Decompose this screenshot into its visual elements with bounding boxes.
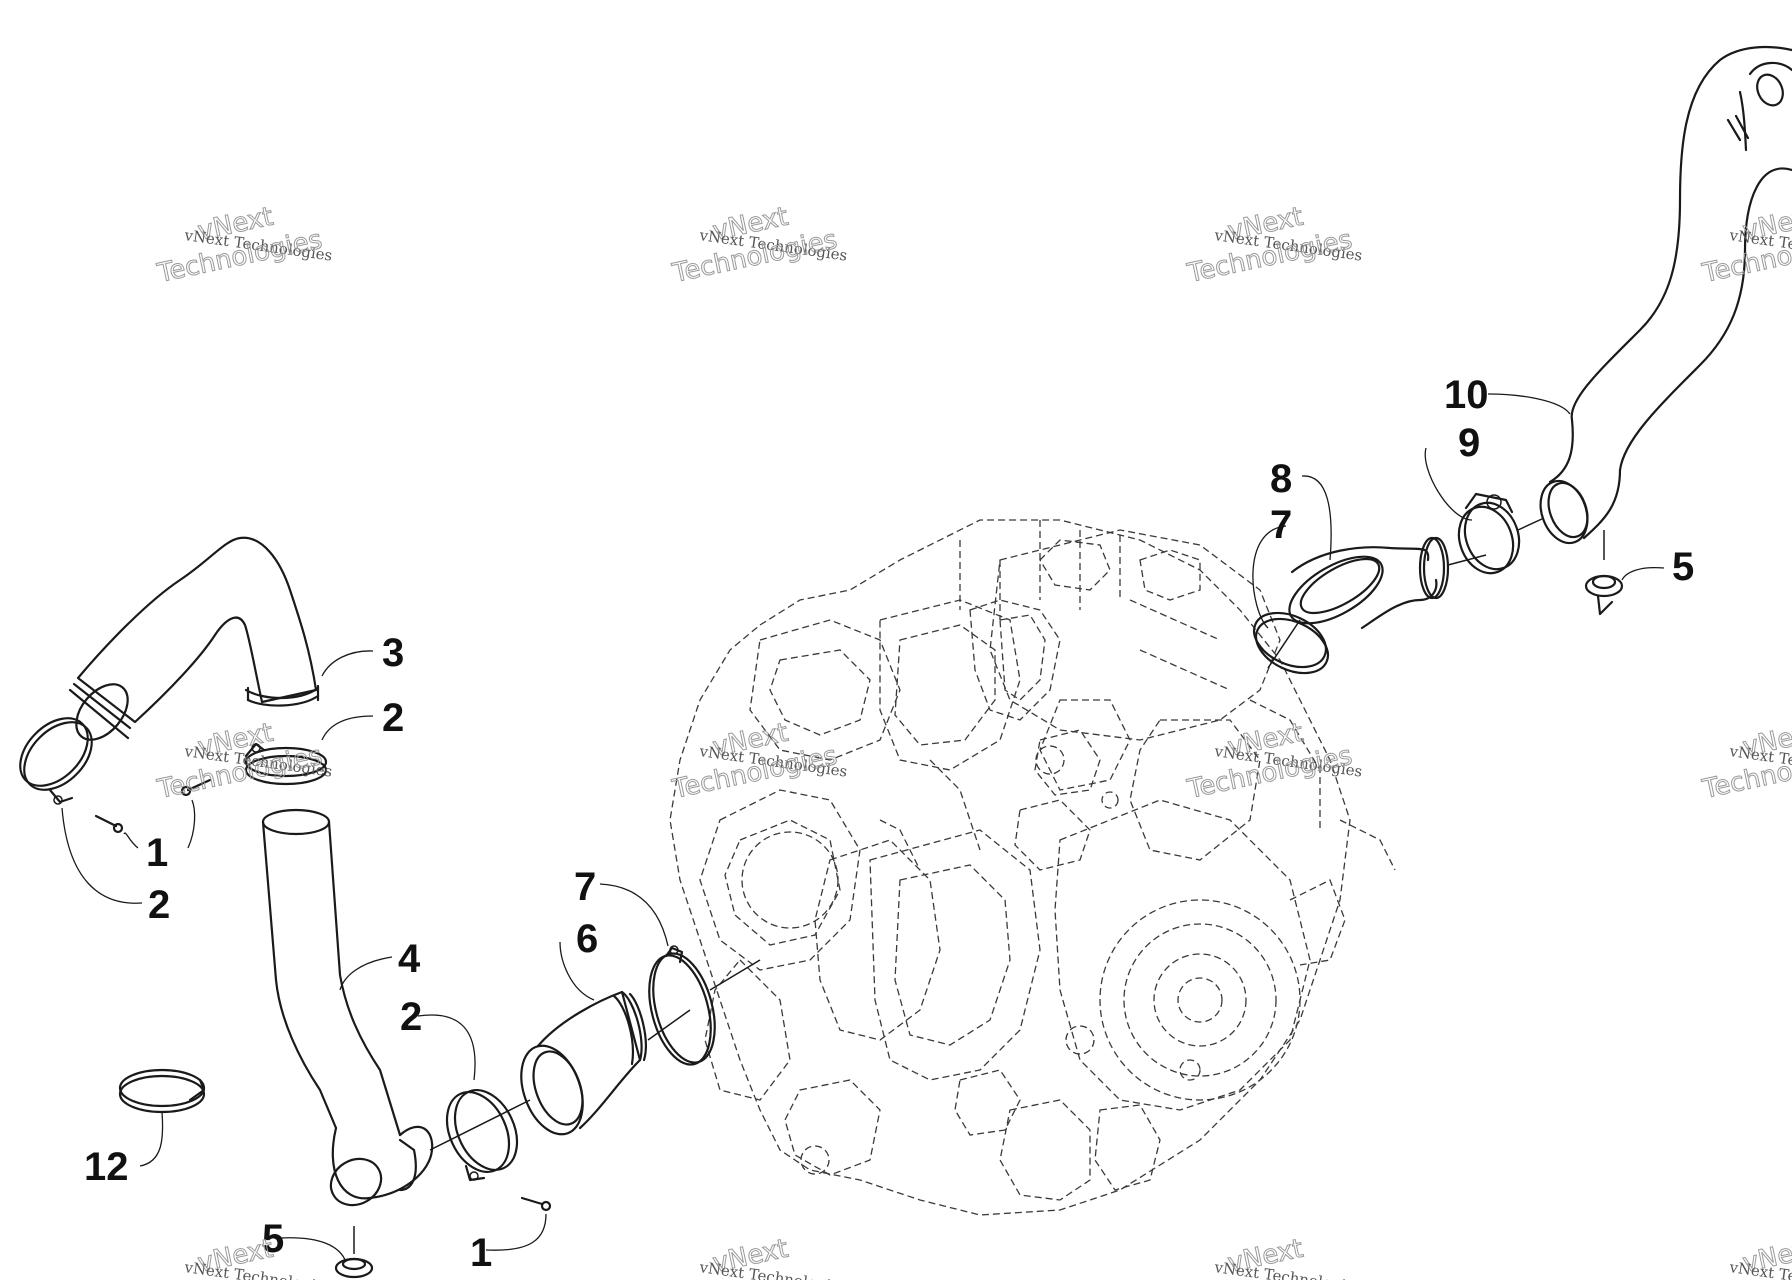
grommet-item-5-upper (1584, 574, 1624, 616)
watermark: vNext vNext Technologies Technologies (1184, 717, 1364, 805)
callout-10: 10 (1444, 373, 1489, 417)
watermark: vNext vNext Technologies Technologies (669, 717, 849, 805)
watermark: vNext vNext Technologies (1727, 1233, 1792, 1280)
screw-item-1-upper (94, 814, 124, 834)
watermark: vNext vNext Technologies (697, 1233, 848, 1280)
callout-3: 3 (382, 631, 404, 675)
callout-5-upper: 5 (1672, 545, 1694, 589)
callout-1-left: 1 (146, 831, 168, 875)
callout-7-upper: 7 (1270, 503, 1292, 547)
clamp-item-2-middle (180, 742, 328, 797)
watermark: vNext vNext Technologies Technologies (1699, 717, 1792, 805)
callout-1-lower: 1 (470, 1231, 492, 1275)
callout-2-top: 2 (382, 696, 404, 740)
clamp-item-9 (1457, 492, 1545, 575)
watermark: vNext vNext Technologies (182, 1233, 333, 1280)
band-item-12 (118, 1068, 206, 1114)
watermark: vNext vNext Technologies Technologies (154, 201, 334, 289)
callout-9: 9 (1458, 421, 1480, 465)
svg-text:vNext Technologies: vNext Technologies (1727, 1258, 1792, 1280)
callout-8: 8 (1270, 457, 1292, 501)
callout-6: 6 (576, 917, 598, 961)
clamp-item-2-left (19, 717, 93, 805)
callout-2-left: 2 (148, 883, 170, 927)
engine-block-phantom (669, 519, 1396, 1216)
boot-item-6 (520, 990, 647, 1136)
clamp-item-2-lower (429, 1089, 552, 1212)
duct-upper-item-3 (68, 536, 320, 741)
callout-2-lower: 2 (400, 995, 422, 1039)
leader-lines (61, 393, 1665, 1263)
callout-7-lower: 7 (574, 865, 596, 909)
watermark: vNext vNext Technologies Technologies (154, 717, 334, 805)
callout-12: 12 (84, 1145, 129, 1189)
callout-5-lower: 5 (262, 1217, 284, 1261)
watermark: vNext vNext Technologies Technologies (669, 201, 849, 289)
grommet-item-5-lower (334, 1226, 374, 1279)
watermark: vNext vNext Technologies Technologies (1184, 201, 1364, 289)
clamp-item-7-lower (647, 945, 761, 1066)
clamp-item-7-upper (1252, 611, 1330, 675)
callout-4: 4 (398, 937, 421, 981)
pipe-item-4 (261, 808, 434, 1207)
boot-item-8 (1288, 536, 1487, 630)
watermark: vNext vNext Technologies (1212, 1233, 1363, 1280)
watermark: vNext vNext Technologies Technologies (1699, 201, 1792, 289)
duct-item-10 (1539, 45, 1792, 560)
watermarks: vNext vNext Technologies Technologies vN… (154, 201, 1792, 1280)
callout-labels: 3 2 1 2 4 2 12 5 1 6 7 7 8 9 10 5 (84, 373, 1694, 1275)
